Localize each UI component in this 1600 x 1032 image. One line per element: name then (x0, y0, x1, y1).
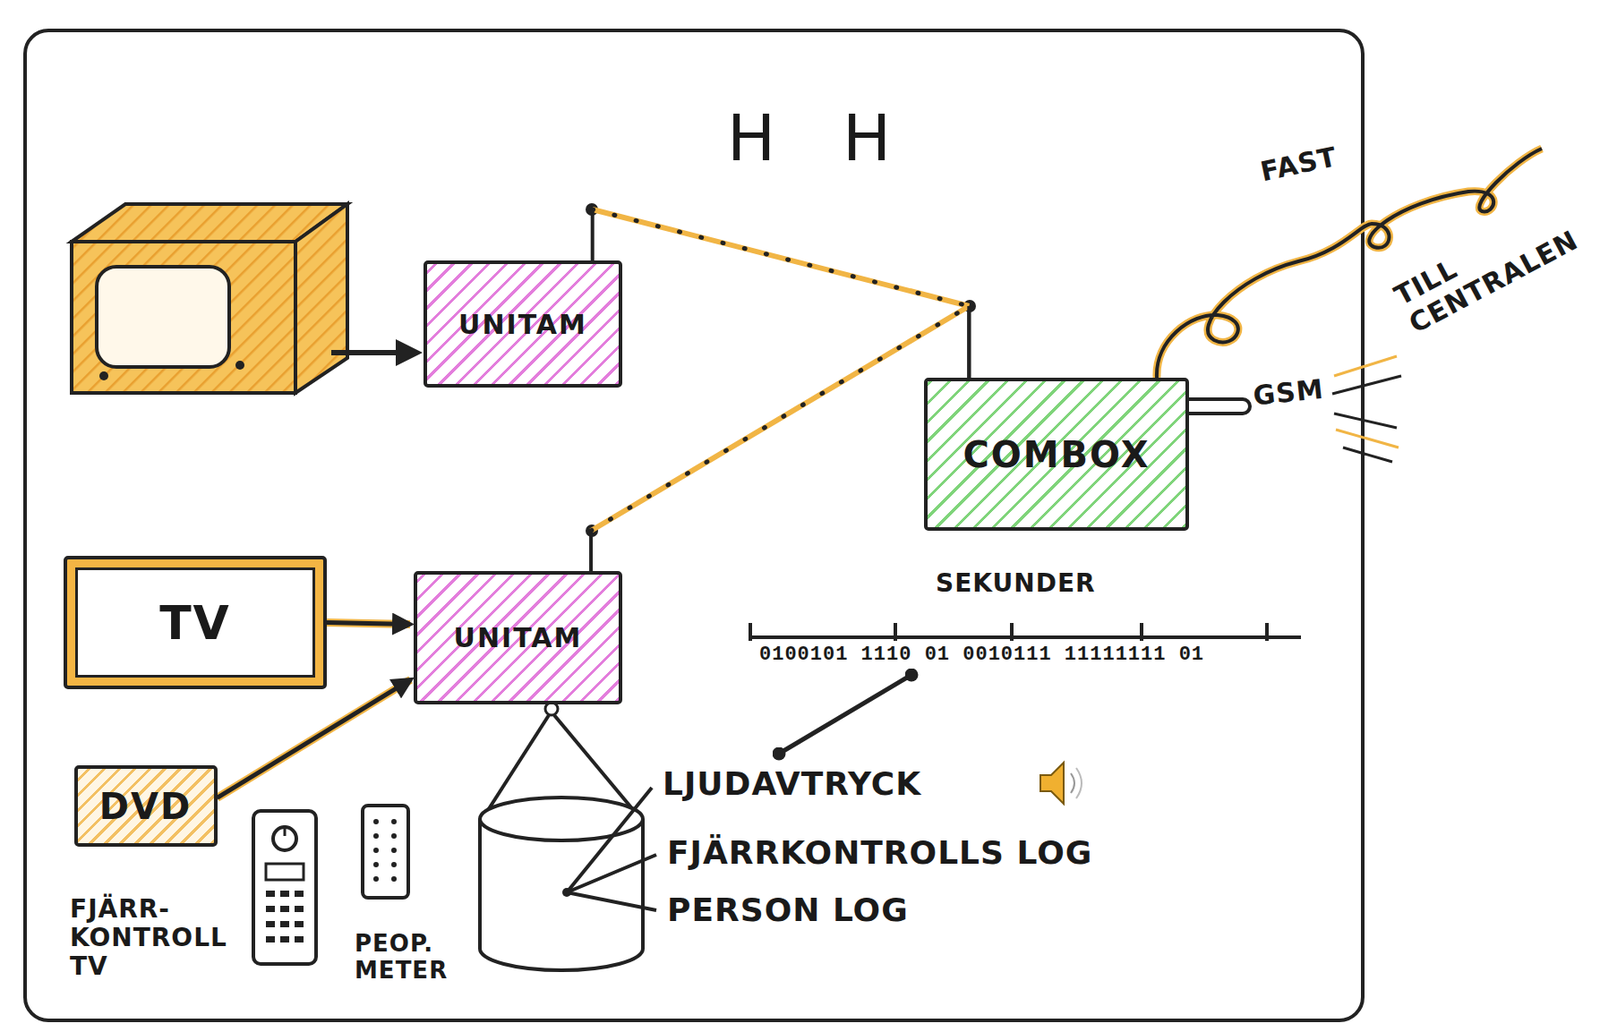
radio-link-glow (590, 306, 969, 531)
node-text: COMBOX (962, 434, 1150, 476)
tv-box: TV (63, 556, 327, 690)
radio-link (592, 209, 970, 378)
speaker-icon (1040, 762, 1082, 805)
storage-cylinder (479, 702, 643, 971)
radio-link-glow (592, 209, 970, 307)
combox-box: COMBOX (924, 377, 1190, 531)
household-frame (25, 30, 1363, 1021)
unitam-box: UNITAM (413, 571, 623, 705)
gsm-antenna (1189, 399, 1250, 414)
node-text: UNITAM (458, 308, 588, 341)
line-type-label: GSM (1251, 374, 1326, 413)
node-text: TV (159, 596, 232, 651)
bit-sequence: 0100101 1110 01 0010111 11111111 01 (759, 643, 1205, 667)
axis-title: SEKUNDER (935, 569, 1096, 599)
radio-link (590, 306, 969, 572)
diagram-title: H H (727, 100, 915, 176)
arrow-glow (326, 623, 411, 625)
remote-control-icon (253, 811, 317, 965)
device-label: PEOP. METER (354, 931, 467, 985)
unitam-box: UNITAM (423, 260, 623, 388)
line-type-label: FAST (1257, 141, 1341, 189)
log-label: PERSON LOG (667, 891, 909, 929)
arrow-line (326, 623, 411, 625)
arrow-glow (217, 679, 411, 798)
node-text: DVD (99, 786, 192, 828)
leader-line (566, 787, 652, 893)
signal-arrow (217, 679, 411, 798)
dvd-box: DVD (74, 765, 218, 848)
leader-line (566, 892, 657, 911)
radio-waves (1332, 356, 1402, 463)
antenna-stem (590, 209, 595, 261)
timeline-axis (750, 623, 1301, 642)
node-text: UNITAM (453, 622, 583, 654)
log-label: FJÄRRKONTROLLS LOG (667, 834, 1093, 872)
radio-link-dots (592, 209, 970, 307)
radio-link-dots (590, 306, 969, 531)
old-tv-illustration (71, 204, 348, 394)
connector-group (217, 209, 970, 798)
arrow-line (217, 679, 411, 798)
signal-arrow (331, 350, 418, 356)
people-meter-icon (362, 805, 409, 899)
pointer-arrow (778, 675, 912, 754)
destination-label: TILL CENTRALEN (1389, 196, 1585, 340)
leader-line (566, 855, 657, 893)
antenna-stem (966, 306, 971, 378)
antenna-stem (966, 306, 971, 378)
antenna-stem (589, 530, 593, 572)
log-label: LJUDAVTRYCK (662, 765, 922, 803)
signal-arrow (326, 623, 411, 625)
device-label: FJÄRR- KONTROLL TV (69, 895, 236, 983)
